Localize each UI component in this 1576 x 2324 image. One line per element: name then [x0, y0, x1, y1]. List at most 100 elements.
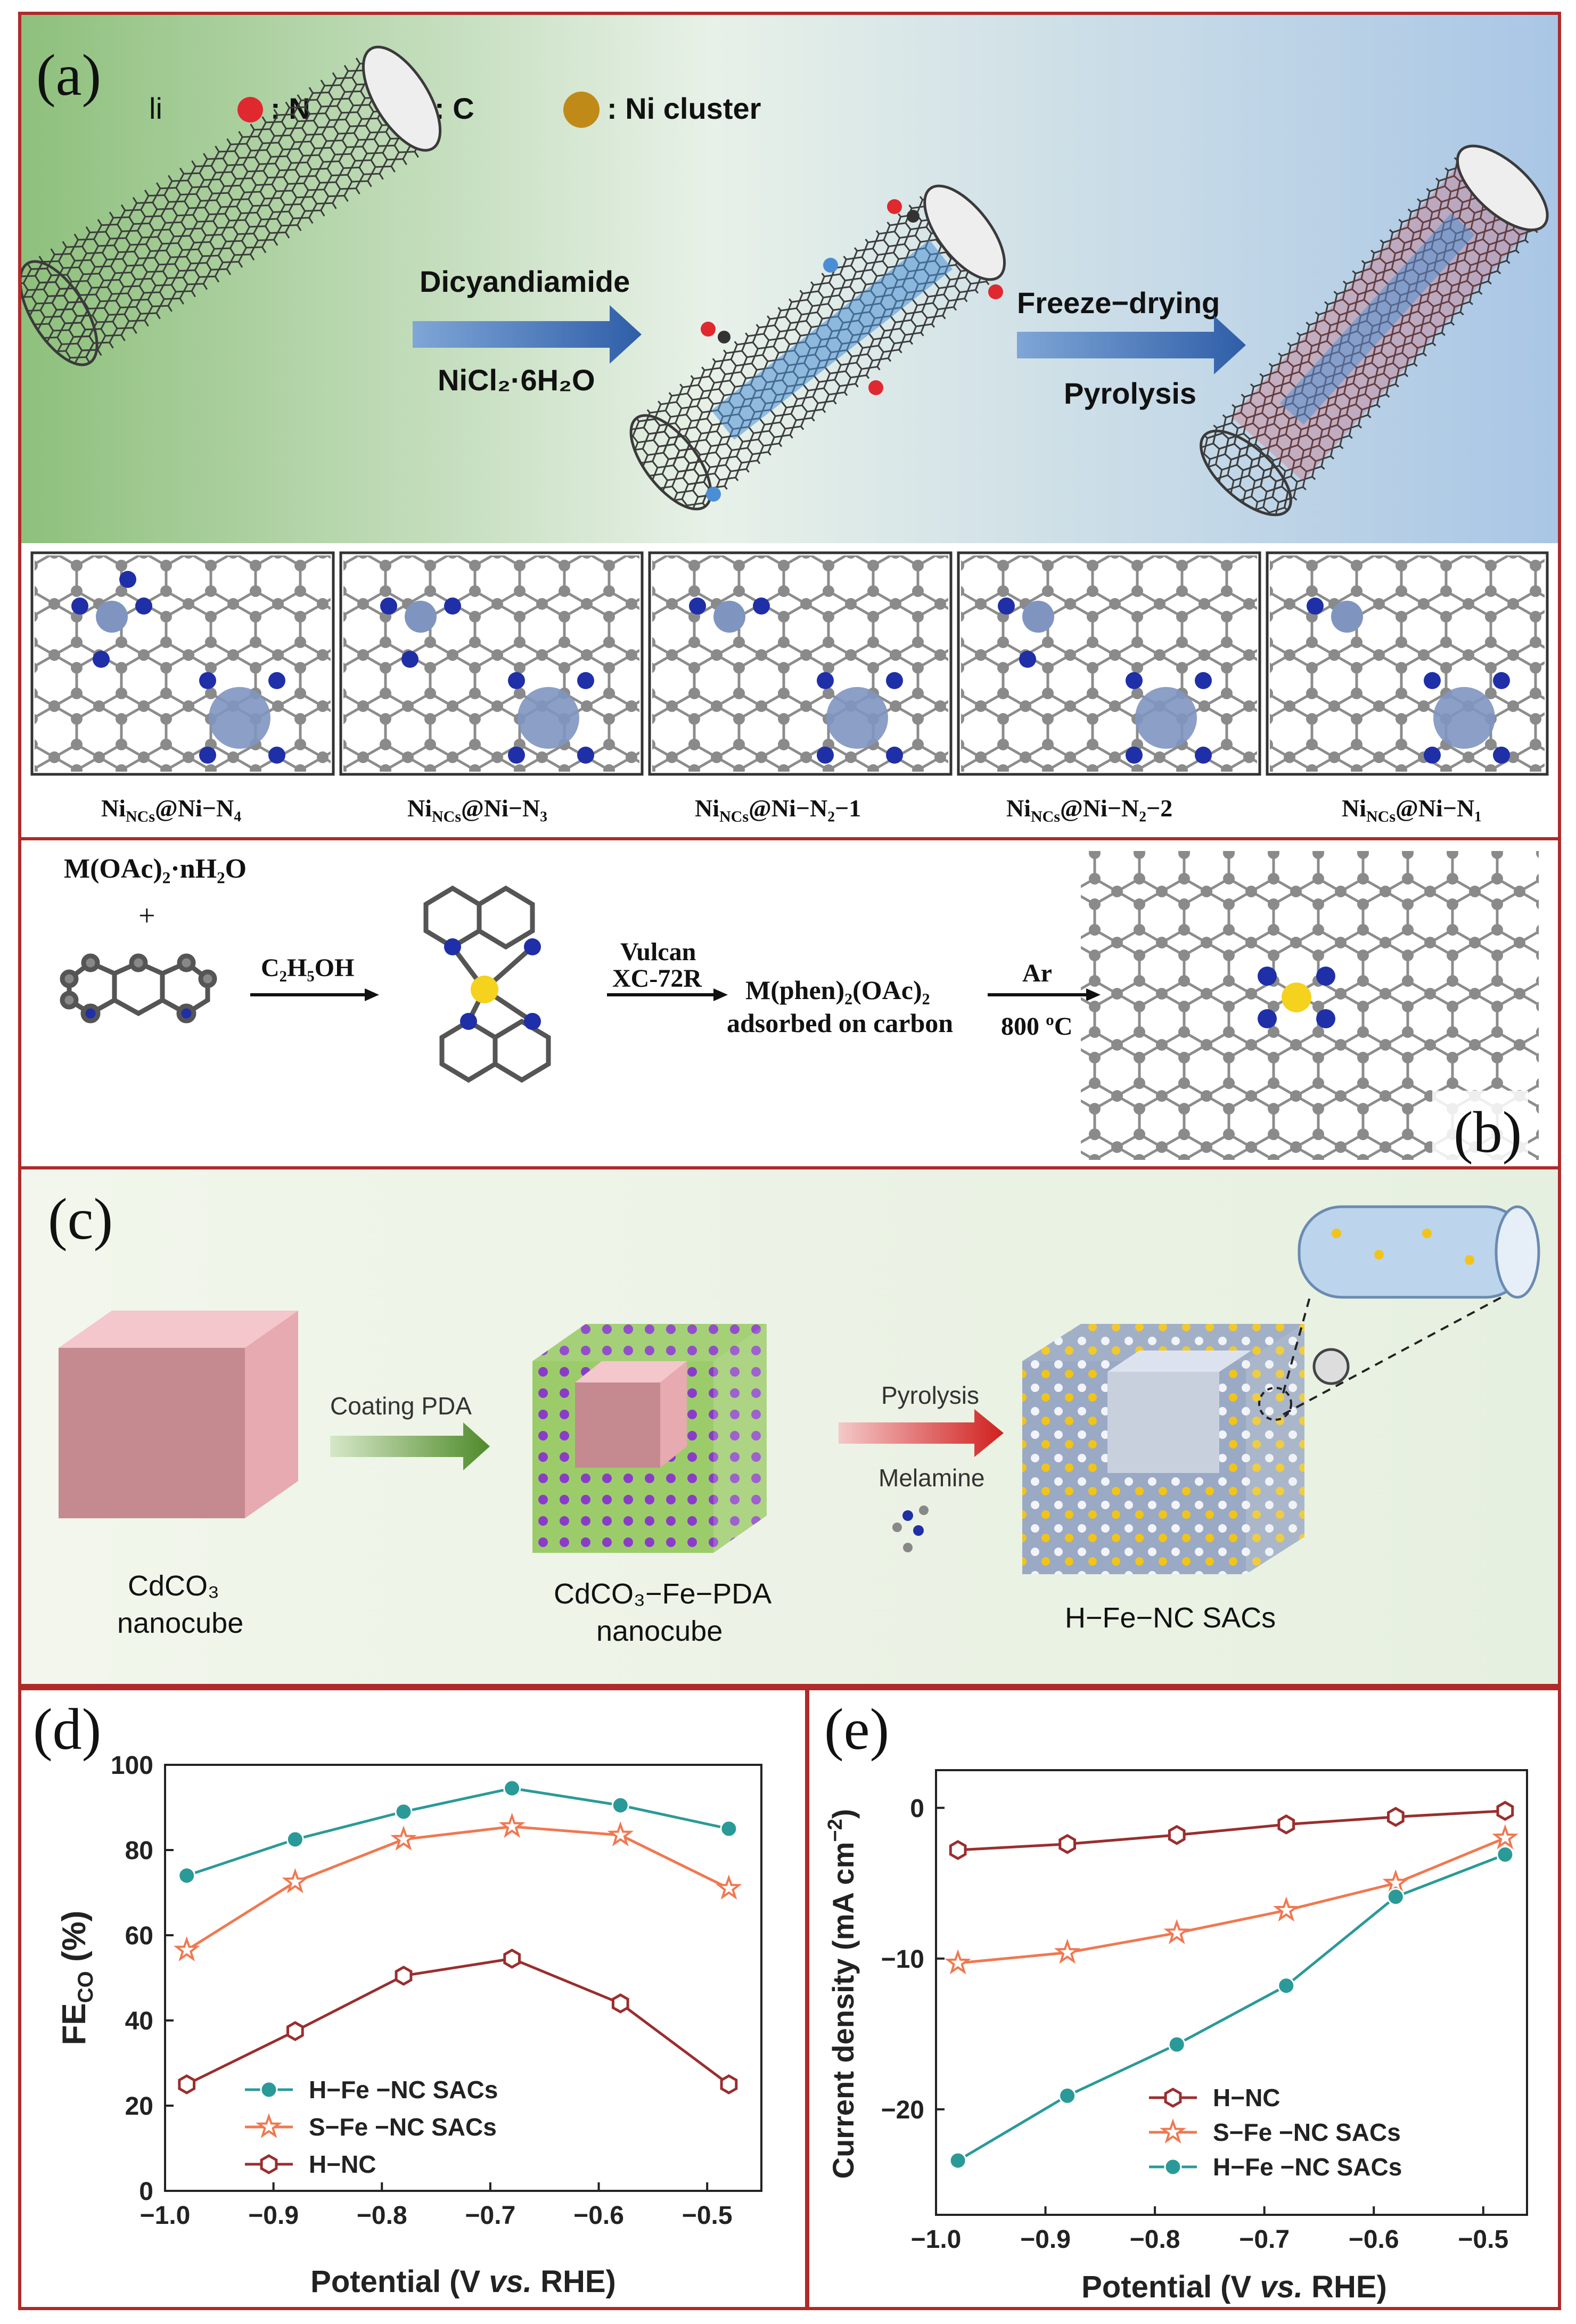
- legend-marker: [260, 2154, 278, 2174]
- data-point: [720, 2074, 738, 2094]
- data-point: [1168, 1824, 1186, 1845]
- model-ni-n1: [1266, 551, 1549, 776]
- arrow-pyrolysis: Pyrolysis Melamine: [839, 1381, 1004, 1552]
- step1-bottom-label: NiCl₂·6H₂O: [438, 363, 595, 397]
- data-point: [1163, 1919, 1190, 1944]
- y-tick-label: 100: [111, 1752, 153, 1780]
- x-tick-label: −0.5: [1458, 2225, 1508, 2254]
- data-point: [720, 1820, 738, 1838]
- arrow-step-1: Dicyandiamide NiCl₂·6H₂O: [413, 265, 642, 397]
- data-point: [607, 1821, 634, 1847]
- y-tick-label: −10: [881, 1945, 924, 1974]
- panel-c: (c) CdCO₃ nanocube Coating PDA CdCO₃−Fe−…: [18, 1166, 1561, 1687]
- y-axis-label: Current density (mA cm−2): [824, 1809, 860, 2179]
- data-point: [178, 1867, 196, 1885]
- intermediate-description: adsorbed on carbon: [727, 1008, 953, 1038]
- data-point: [1273, 1896, 1300, 1922]
- data-point: [1496, 1801, 1514, 1821]
- model-ni-n3: [339, 551, 644, 776]
- legend-marker: [1164, 2088, 1182, 2108]
- data-point: [1382, 1869, 1409, 1895]
- data-point: [716, 1874, 742, 1900]
- legend-marker: [1160, 2118, 1186, 2144]
- series-line: [186, 1825, 730, 1952]
- magnifier-icon: [1312, 1348, 1350, 1385]
- metal-phen-complex-icon: [423, 885, 551, 1083]
- melamine-molecule-icon: [892, 1505, 929, 1552]
- data-point: [611, 1796, 629, 1814]
- panel-b-figure: M(OAc)₂·nH₂O + C₂H₅OH: [21, 840, 1558, 1168]
- ni-cluster-icon: [563, 92, 600, 128]
- legend-marker: [256, 2113, 282, 2139]
- y-tick-label: −20: [881, 2096, 924, 2124]
- intermediate-formula: M(phen)₂(OAc)₂: [745, 975, 930, 1005]
- legend-c: : C: [434, 92, 474, 125]
- ni-model-row: [30, 551, 1549, 776]
- arrow-coating: Coating PDA: [330, 1392, 490, 1470]
- step2-top-label: Freeze−drying: [1017, 286, 1220, 320]
- legend-entry: H−Fe −NC SACs: [1213, 2153, 1402, 2181]
- model-ni-n2-1: [648, 551, 953, 776]
- data-point: [173, 1936, 200, 1962]
- x-tick-label: −0.9: [1020, 2225, 1071, 2254]
- data-point: [286, 2021, 304, 2041]
- y-tick-label: 0: [910, 1795, 924, 1823]
- panel-b-label: (b): [1454, 1100, 1522, 1165]
- data-point: [1386, 1888, 1405, 1906]
- chart-fe-co: (d) −1.0−0.9−0.8−0.7−0.6−0.5020406080100…: [33, 1697, 762, 2299]
- step2-bottom-label: Pyrolysis: [1064, 377, 1196, 410]
- model-ni-n2-2: [957, 551, 1261, 776]
- data-point: [1387, 1806, 1405, 1827]
- item2-caption: CdCO₃−Fe−PDA nanocube: [554, 1578, 771, 1647]
- data-point: [390, 1825, 417, 1851]
- arrow-1-icon: [413, 305, 642, 364]
- legend-entry: H−Fe −NC SACs: [309, 2076, 498, 2104]
- data-point: [503, 1779, 521, 1797]
- item1-line2: nanocube: [117, 1607, 243, 1639]
- arrow-step-2: Freeze−drying Pyrolysis: [1017, 286, 1246, 410]
- cdco3-nanocube-icon: [59, 1311, 298, 1518]
- x-axis-label: Potential (V vs. RHE): [1081, 2270, 1387, 2304]
- legend-entry: H−NC: [1213, 2084, 1280, 2112]
- legend-ni-cluster: : Ni cluster: [607, 92, 761, 125]
- pyrolysis-label: Pyrolysis: [881, 1381, 979, 1409]
- panel-e-label: (e): [824, 1697, 889, 1762]
- model-caption-1: NiNCs@Ni−N₄: [101, 795, 241, 825]
- x-tick-label: −0.6: [573, 2202, 624, 2230]
- argon-label: Ar: [1022, 959, 1052, 987]
- model-caption-4: NiNCs@Ni−N₂−2: [1006, 795, 1172, 825]
- data-point: [1277, 1977, 1295, 1995]
- ethanol-label: C₂H₅OH: [261, 954, 354, 982]
- panel-c-figure: (c) CdCO₃ nanocube Coating PDA CdCO₃−Fe−…: [21, 1169, 1558, 1684]
- panel-a-figure: (a) li : N : C : Ni cluster Dicyandiamid…: [19, 15, 1558, 825]
- arrow-ethanol: C₂H₅OH: [250, 954, 379, 1001]
- chart-current-density: (e) −1.0−0.9−0.8−0.7−0.6−0.50−10−20 Pote…: [824, 1697, 1528, 2304]
- series-line: [186, 1957, 730, 2086]
- step1-top-label: Dicyandiamide: [420, 265, 630, 298]
- x-tick-label: −0.8: [357, 2202, 407, 2230]
- item1-line1: CdCO₃: [128, 1570, 219, 1602]
- data-point: [949, 2151, 967, 2170]
- x-tick-label: −0.6: [1349, 2225, 1399, 2254]
- data-point: [1496, 1846, 1514, 1864]
- y-tick-label: 40: [125, 2007, 153, 2035]
- model-caption-5: NiNCs@Ni−N₁: [1342, 795, 1482, 825]
- plus-sign: +: [138, 899, 155, 932]
- item2-line2: nanocube: [596, 1615, 723, 1647]
- plot-area: [935, 1769, 1528, 2216]
- data-point: [286, 1830, 304, 1848]
- red-arrow-icon: [839, 1409, 1004, 1457]
- data-point: [1058, 1834, 1076, 1854]
- carbon-nanotube-bare: [19, 45, 442, 366]
- cdco3-fe-pda-nanocube-icon: [532, 1324, 767, 1553]
- series-line: [186, 1787, 729, 1877]
- x-tick-label: −0.5: [682, 2202, 733, 2230]
- melamine-label: Melamine: [879, 1464, 984, 1492]
- arrow-head-icon: [713, 988, 728, 1001]
- model-caption-2: NiNCs@Ni−N₃: [407, 795, 547, 825]
- data-point: [503, 1949, 521, 1969]
